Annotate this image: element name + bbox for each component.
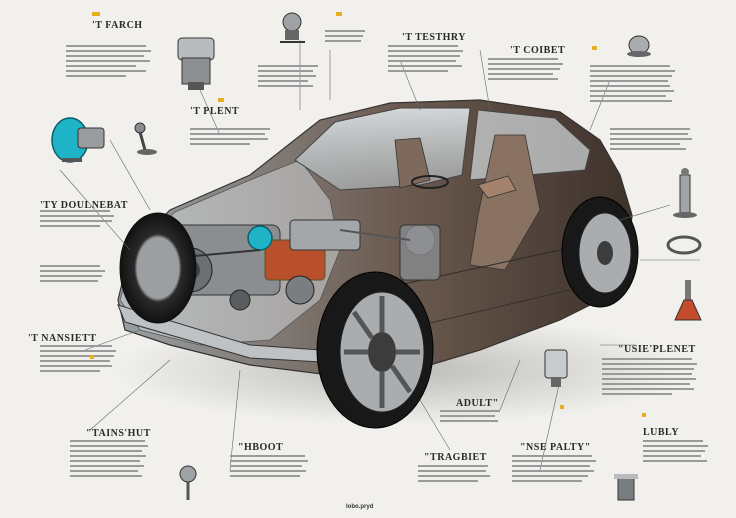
sensor-part-illustration xyxy=(179,465,197,500)
footer-watermark: lobo.pryd xyxy=(346,504,374,510)
front-wheel xyxy=(119,212,197,324)
valve-part-illustration xyxy=(134,122,157,155)
front-wheel-large xyxy=(316,271,434,429)
shock-part-illustration xyxy=(673,168,697,218)
label-nsepalty: "NSE PALTY" xyxy=(520,442,591,453)
label-tragbiet: "TRAGBIET xyxy=(424,452,487,463)
rear-wheel xyxy=(561,196,639,308)
seat xyxy=(469,134,541,271)
turbo-part-illustration xyxy=(51,117,105,163)
ring-part-illustration xyxy=(666,235,702,255)
description-text-blocks xyxy=(40,30,708,482)
accent-markers xyxy=(90,12,646,417)
label-nansiett: 'T NANSIETT xyxy=(28,333,97,344)
label-lubly: LUBLY xyxy=(643,427,680,438)
cylinder-part-illustration xyxy=(614,474,638,501)
label-doulnebat: 'TY DOULNEBAT xyxy=(40,200,128,211)
label-testhry: 'T TESTHRY xyxy=(402,32,467,43)
filter-part-illustration xyxy=(544,349,568,387)
side-mirror xyxy=(477,175,517,199)
label-coibet: 'T COIBET xyxy=(510,45,566,56)
engine-block xyxy=(149,219,441,311)
steering-wheel xyxy=(411,175,449,189)
cap-part-illustration xyxy=(627,35,651,57)
pump-part-illustration xyxy=(280,12,305,43)
spark-plug-illustration xyxy=(674,280,702,321)
label-tainshut: "TAINS'HUT xyxy=(86,428,151,439)
seat xyxy=(394,137,431,189)
label-hboot: "HBOOT xyxy=(238,442,284,453)
label-adult: ADULT" xyxy=(456,398,499,409)
label-plent: 'T PLENT xyxy=(190,106,240,117)
label-farch: 'T FARCH xyxy=(92,20,143,31)
label-usieplenet: "USIE'PLENET xyxy=(618,344,696,355)
piston-part-illustration xyxy=(177,37,215,90)
